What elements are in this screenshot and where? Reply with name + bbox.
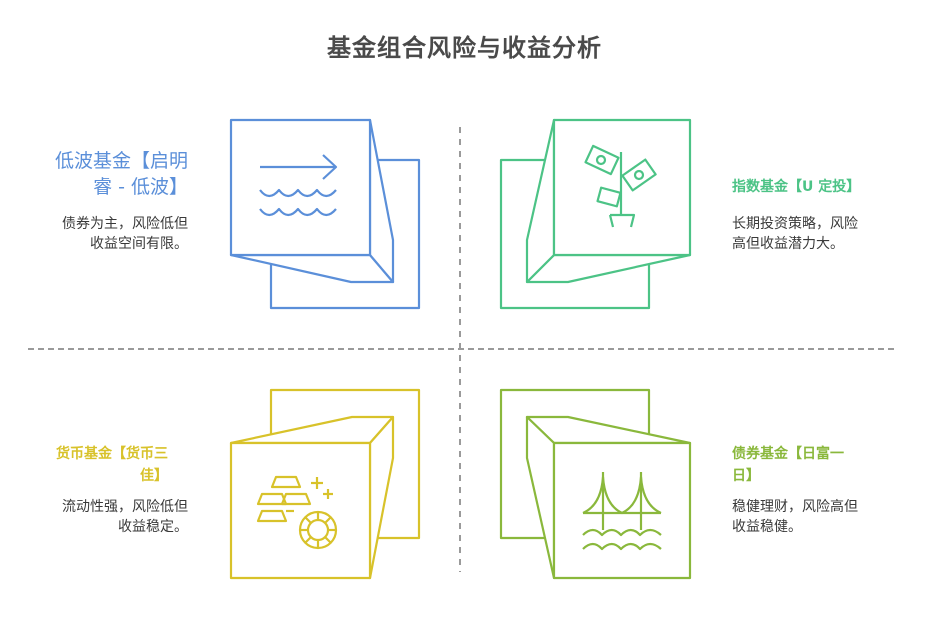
title-line-2: 佳】 (140, 468, 168, 484)
title-line-2: 日】 (732, 468, 760, 484)
title-line-1: 货币基金【货币三 (56, 446, 168, 462)
desc-line-1: 长期投资策略，风险 (732, 216, 858, 232)
quadrant-desc-money-fund: 流动性强，风险低但 收益稳定。 (20, 497, 188, 537)
quadrant-title-bond-fund: 债券基金【日富一 日】 (732, 443, 882, 487)
title-line-1: 债券基金【日富一 (732, 446, 844, 462)
desc-line-1: 稳健理财，风险高但 (732, 499, 858, 515)
desc-line-2: 收益稳健。 (732, 519, 802, 535)
desc-line-1: 债券为主，风险低但 (62, 216, 188, 232)
desc-line-2: 收益空间有限。 (90, 236, 188, 252)
quadrant-title-low-volatility: 低波基金【启明 睿 - 低波】 (20, 148, 188, 200)
desc-line-2: 高但收益潜力大。 (732, 236, 844, 252)
bridge-water-icon (582, 472, 662, 551)
yellow-cube (229, 388, 421, 580)
quadrant-title-index-fund: 指数基金【U 定投】 (732, 176, 912, 198)
quadrant-desc-bond-fund: 稳健理财，风险高但 收益稳健。 (732, 497, 912, 537)
quadrant-desc-index-fund: 长期投资策略，风险 高但收益潜力大。 (732, 214, 912, 254)
gold-bars-coin-icon (256, 475, 338, 550)
page-title: 基金组合风险与收益分析 (327, 34, 602, 62)
desc-line-1: 流动性强，风险低但 (62, 499, 188, 515)
blue-cube (229, 118, 421, 310)
waves-arrow-icon (259, 154, 338, 217)
quadrant-desc-low-volatility: 债券为主，风险低但 收益空间有限。 (20, 214, 188, 254)
quadrant-title-money-fund: 货币基金【货币三 佳】 (20, 443, 168, 487)
money-plant-icon (584, 144, 657, 228)
green-cube (499, 118, 692, 310)
olive-cube (499, 388, 692, 580)
title-line-1: 低波基金【启明 (54, 150, 188, 172)
desc-line-2: 收益稳定。 (118, 519, 188, 535)
title-line-1: 指数基金【U 定投】 (732, 179, 861, 195)
title-line-2: 睿 - 低波】 (93, 176, 188, 198)
